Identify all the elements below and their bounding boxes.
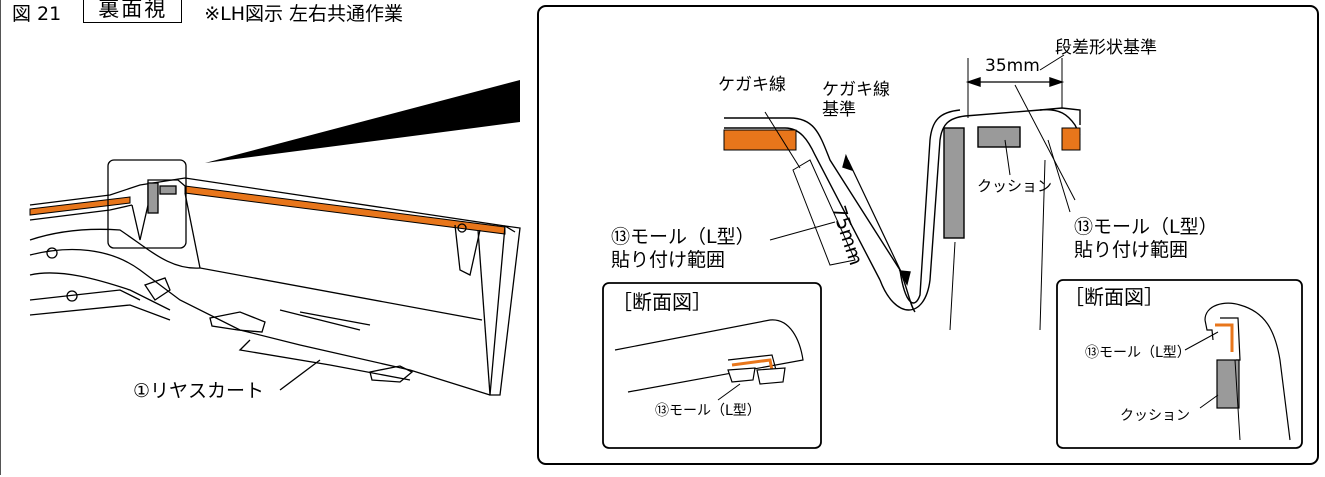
- section-mould-left-label: ⑬モール（L型）: [655, 403, 761, 419]
- mould-range-right-label: ⑬モール（L型） 貼り付け範囲: [1074, 216, 1218, 261]
- section-box-right: [1056, 279, 1303, 449]
- section-title-left: ［断面図］: [612, 290, 712, 314]
- section-drawing-left: [614, 319, 804, 401]
- detail-frame: [537, 5, 1319, 465]
- detail-drawing: [723, 54, 1081, 331]
- mould-range-left-label: ⑬モール（L型） 貼り付け範囲: [611, 226, 755, 271]
- rear-skirt-label: ①リヤスカート: [133, 380, 265, 402]
- cushion-label: クッション: [977, 177, 1053, 195]
- dim-35mm-label: 35mm: [985, 56, 1040, 76]
- view-label-box: 裏面視: [83, 0, 183, 23]
- section-mould-right-label: ⑬モール（L型）: [1085, 345, 1191, 361]
- figure-number: 図 21: [12, 2, 62, 25]
- section-cushion-label: クッション: [1120, 408, 1190, 424]
- figure-note: ※LH図示 左右共通作業: [204, 2, 404, 25]
- rear-skirt-drawing: [29, 159, 521, 396]
- step-ref-label: 段差形状基準: [1055, 38, 1157, 58]
- section-title-right: ［断面図］: [1064, 285, 1164, 309]
- scribe-ref-label: ケガキ線 基準: [822, 80, 890, 120]
- figure-header: 図 21 裏面視 ※LH図示 左右共通作業: [12, 0, 404, 25]
- zoom-cone: [205, 80, 520, 163]
- scribe-line-label: ケガキ線: [718, 75, 786, 95]
- section-drawing-right: [1184, 302, 1291, 441]
- section-box-left: [602, 282, 822, 449]
